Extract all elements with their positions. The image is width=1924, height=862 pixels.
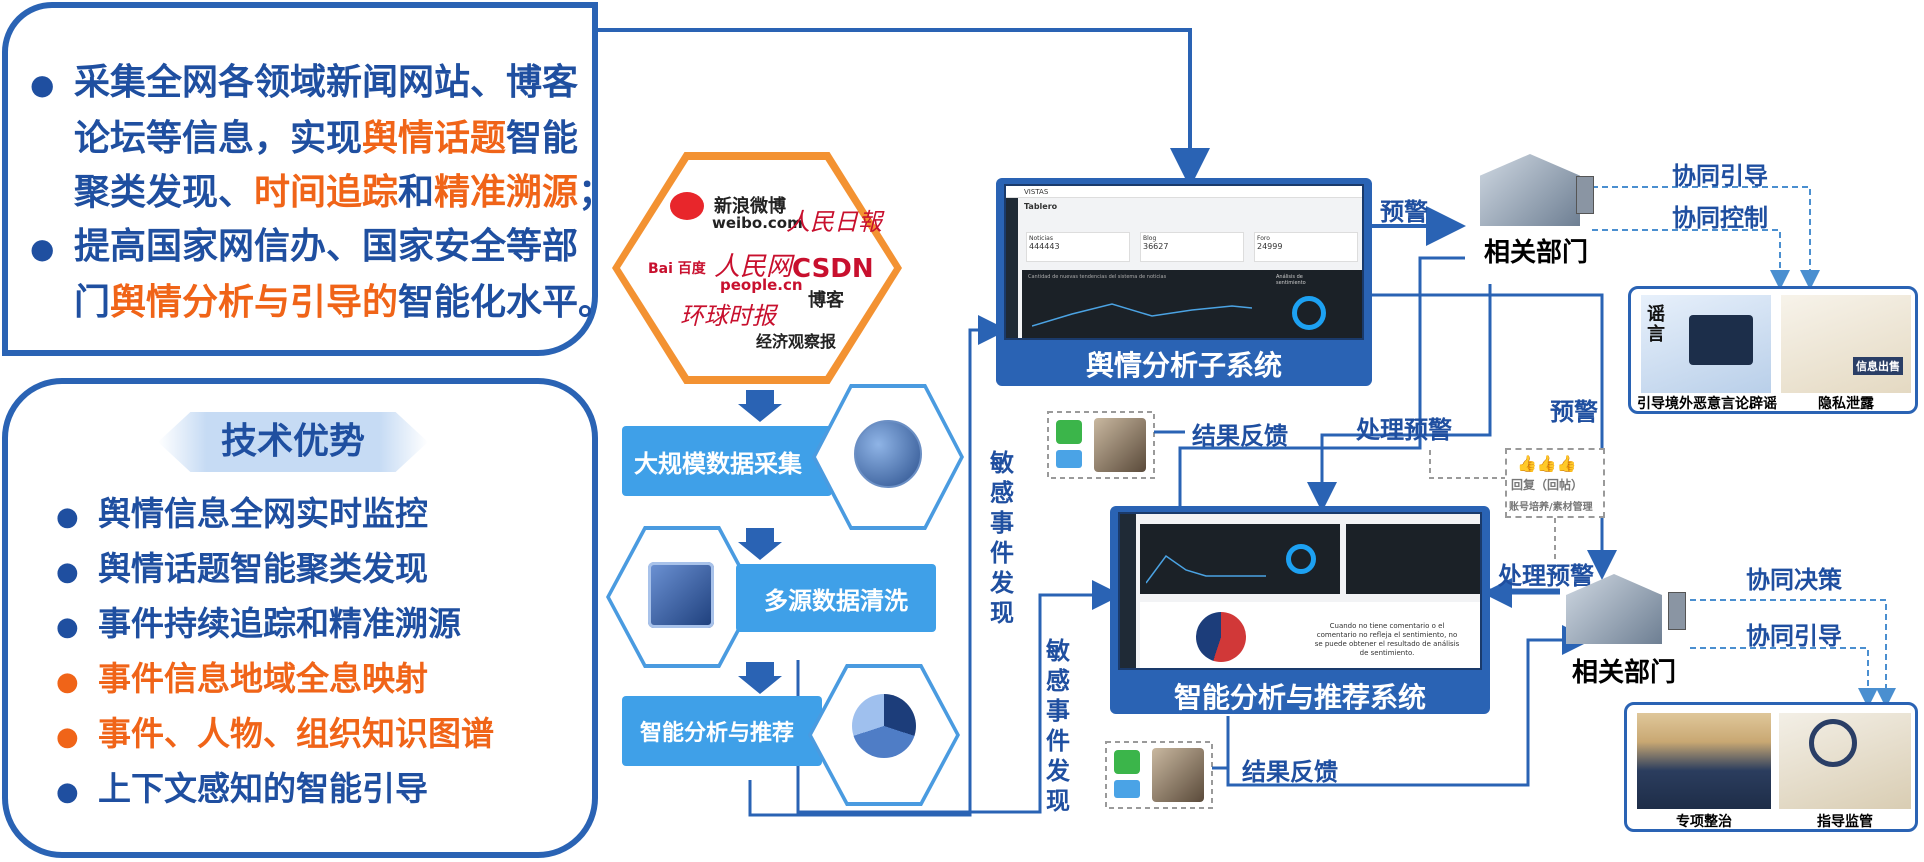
sentiment-pie	[1196, 612, 1246, 662]
step-collect: 大规模数据采集	[622, 426, 832, 496]
trend-line-chart-2	[1146, 554, 1266, 584]
dept-title-1: 相关部门	[1484, 238, 1589, 268]
photo-caption: 专项整治	[1676, 814, 1732, 830]
server-icon	[1668, 592, 1686, 630]
phone-hand-image	[1152, 748, 1204, 802]
globe-icon	[854, 420, 922, 488]
csdn-sub: 博客	[808, 290, 844, 311]
csdn-logo: CSDN	[792, 254, 874, 284]
huanqiu-logo: 环球时报	[680, 302, 776, 330]
sources-hexagon-inner	[620, 160, 894, 376]
sensitive-event-label-2: 敏感事件发现	[1046, 637, 1070, 815]
pie-chart-icon	[852, 694, 916, 758]
gauge-icon	[1286, 544, 1316, 574]
trend-line-chart	[1032, 303, 1252, 327]
intro-line-5: 门舆情分析与引导的智能化水平。	[74, 282, 615, 323]
weibo-stack-icon	[1114, 780, 1140, 798]
officer-image	[1637, 713, 1771, 809]
down-arrow-icon	[738, 542, 782, 560]
advantages-banner	[158, 412, 428, 472]
people-logo: 人民网	[714, 252, 793, 282]
people-en: people.cn	[720, 276, 803, 294]
advantages-title: 技术优势	[220, 421, 365, 462]
advantage-item: ●舆情话题智能聚类发现	[56, 549, 428, 588]
cube-icon	[648, 562, 714, 628]
wechat-icon	[1056, 420, 1082, 444]
step-analyze: 智能分析与推荐	[622, 696, 822, 766]
advantage-item: ●事件信息地域全息映射	[56, 659, 428, 698]
server-icon	[1576, 176, 1594, 214]
intro-line-2: 论坛等信息，实现舆情话题智能	[74, 118, 579, 159]
intro-panel: ●采集全网各领域新闻网站、博客 论坛等信息，实现舆情话题智能 聚类发现、时间追踪…	[2, 2, 615, 356]
weibo-en: weibo.com	[712, 214, 803, 232]
phone-hand-image	[1094, 418, 1146, 472]
jjgc-logo: 经济观察报	[756, 332, 837, 351]
handle-warning-label-1: 处理预警	[1356, 416, 1452, 444]
weibo-label: 新浪微博	[714, 196, 786, 217]
leak-image: 信息出售	[1781, 295, 1911, 393]
rumor-image: 谣言	[1641, 295, 1771, 393]
down-arrow-icon	[738, 404, 782, 422]
reply-box: 👍👍👍 回复（回帖） 账号培养/素材管理	[1505, 448, 1605, 518]
dept-title-2: 相关部门	[1572, 658, 1677, 688]
rec-system-screenshot: Cuando no tiene comentario o el comentar…	[1118, 512, 1482, 670]
monitor-icon	[1689, 315, 1753, 365]
intro-line-3: 聚类发现、时间追踪和精准溯源；	[74, 172, 615, 213]
advantage-item: ●舆情信息全网实时监控	[56, 494, 428, 533]
warning-label-1: 预警	[1380, 198, 1428, 226]
rmrb-logo: 人民日報	[786, 208, 882, 236]
feedback-label-1: 结果反馈	[1192, 422, 1288, 450]
advantage-item: ●上下文感知的智能引导	[56, 769, 428, 808]
line-panel-to-sub	[598, 28, 1210, 188]
photo-box-top: 谣言 信息出售 引导境外恶意言论辟谣 隐私泄露	[1628, 286, 1918, 414]
weibo-icon	[670, 192, 704, 220]
photo-caption: 引导境外恶意言论辟谣	[1637, 396, 1777, 412]
photo-caption: 隐私泄露	[1818, 396, 1874, 412]
supervision-image	[1779, 713, 1911, 809]
photo-caption: 指导监管	[1817, 814, 1873, 830]
weibo-stack-icon	[1056, 450, 1082, 468]
handle-warning-label-2: 处理预警	[1498, 562, 1594, 590]
coop-guide-label-1: 协同引导	[1672, 162, 1768, 190]
intro-line-4: ●提高国家网信办、国家安全等部	[30, 226, 579, 267]
sensitive-event-label-1: 敏感事件发现	[990, 449, 1014, 627]
baidu-logo: Bai 百度	[648, 261, 706, 277]
advantage-item: ●事件、人物、组织知识图谱	[56, 714, 494, 753]
thumbs-up-icon: 👍👍👍	[1517, 454, 1577, 473]
rec-system-title: 智能分析与推荐系统	[1173, 681, 1426, 714]
coop-decision-label: 协同决策	[1746, 566, 1842, 594]
warning-label-2: 预警	[1550, 398, 1598, 426]
wechat-icon	[1114, 750, 1140, 774]
magnifier-icon	[1809, 719, 1857, 767]
intro-line-1: ●采集全网各领域新闻网站、博客	[30, 62, 579, 103]
sub-system-title: 舆情分析子系统	[1085, 349, 1282, 382]
step-clean: 多源数据清洗	[736, 564, 936, 632]
photo-box-bottom: 专项整治 指导监管	[1624, 702, 1918, 832]
down-arrow-icon	[738, 676, 782, 694]
advantage-item: ●事件持续追踪和精准溯源	[56, 604, 461, 643]
coop-control-label: 协同控制	[1672, 204, 1768, 232]
feedback-label-2: 结果反馈	[1242, 758, 1338, 786]
advantages-list: ●舆情信息全网实时监控 ●舆情话题智能聚类发现 ●事件持续追踪和精准溯源 ●事件…	[56, 488, 494, 818]
coop-guide-label-2: 协同引导	[1746, 622, 1842, 650]
gauge-icon	[1292, 296, 1326, 330]
